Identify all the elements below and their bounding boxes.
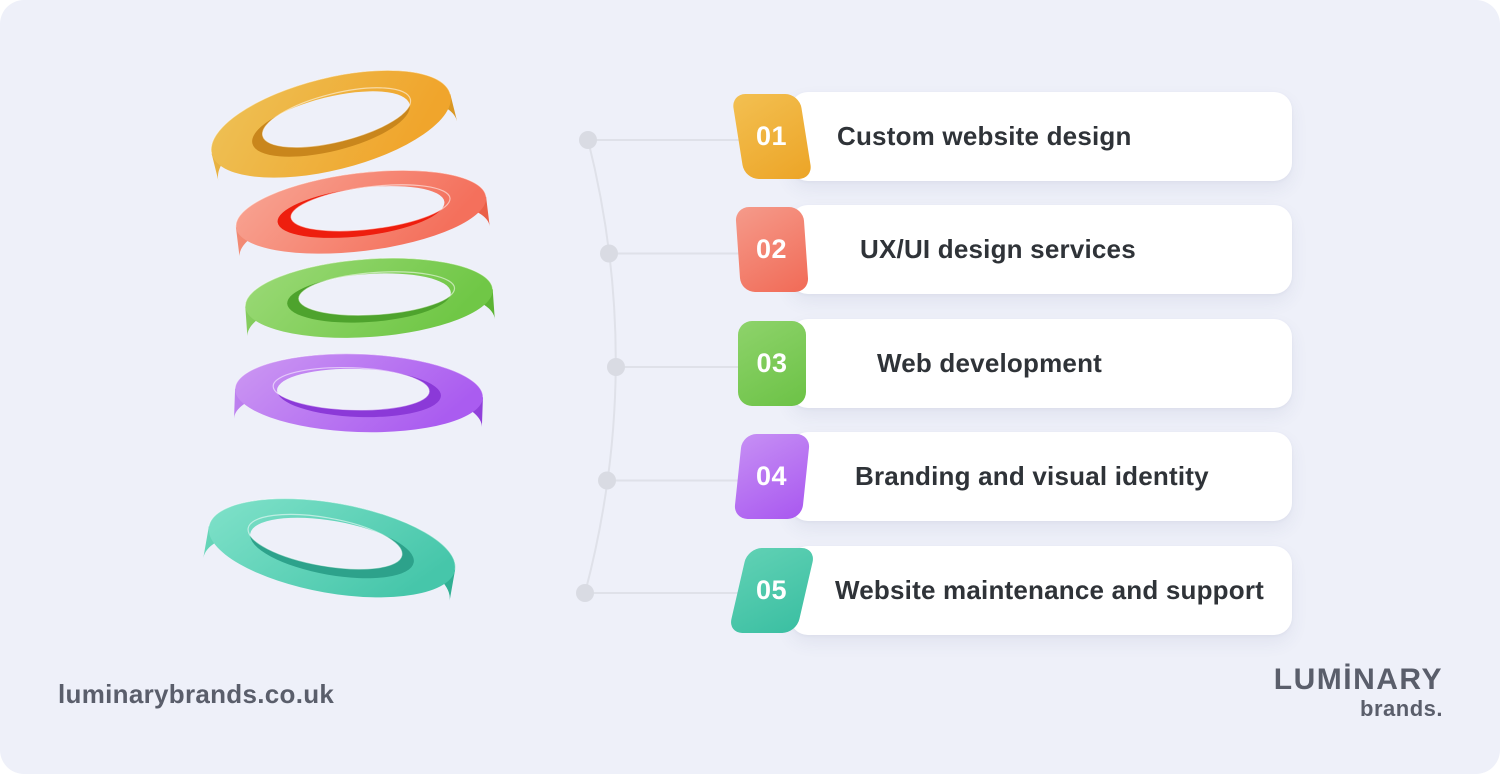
ring-coral-opening <box>291 184 451 231</box>
service-row-4: Branding and visual identity 04 <box>733 432 1292 521</box>
ring-purple-inner-highlight <box>272 366 430 411</box>
connector-dot-4 <box>598 471 616 490</box>
service-row-5: Website maintenance and support 05 <box>728 546 1292 635</box>
ring-yellow-face <box>211 70 451 178</box>
ring-yellow <box>210 69 458 181</box>
service-label: UX/UI design services <box>860 234 1136 264</box>
ring-green-face <box>245 258 493 338</box>
ring-purple-face <box>235 353 483 433</box>
service-number: 05 <box>756 575 788 605</box>
brand-wordmark: LUMİNARY <box>1273 663 1443 696</box>
service-number-tab-1: 01 <box>731 94 813 179</box>
connector-dot-3 <box>607 358 625 376</box>
service-card-3: Web development <box>790 319 1292 408</box>
service-label: Branding and visual identity <box>855 461 1209 491</box>
ring-yellow-inner-highlight <box>262 87 412 148</box>
ring-green-highlight <box>244 257 494 307</box>
service-card-5: Website maintenance and support <box>790 546 1292 635</box>
ring-purple-opening <box>273 367 430 410</box>
service-row-1: Custom website design 01 <box>731 92 1292 181</box>
service-number: 01 <box>756 121 788 151</box>
ring-purple-highlight <box>234 353 484 398</box>
service-number-tab-2: 02 <box>735 207 809 292</box>
ring-coral <box>235 169 490 258</box>
service-card-2: UX/UI design services <box>790 205 1292 294</box>
ring-coral-highlight <box>235 169 487 228</box>
service-label: Custom website design <box>837 121 1132 151</box>
ring-green <box>244 257 495 338</box>
connector-dot-2 <box>600 244 618 263</box>
service-number-tab-4: 04 <box>733 434 811 519</box>
ring-teal <box>203 498 456 602</box>
service-label: Website maintenance and support <box>835 575 1265 605</box>
ring-coral-face <box>235 170 487 254</box>
service-number-tab-3: 03 <box>738 321 806 406</box>
service-card-4: Branding and visual identity <box>790 432 1292 521</box>
ring-stack-illustration <box>203 69 495 602</box>
ring-green-inner-highlight <box>298 271 456 316</box>
service-label: Web development <box>877 348 1103 378</box>
ring-coral-inner-highlight <box>290 184 451 232</box>
service-row-2: UX/UI design services 02 <box>735 205 1292 294</box>
ring-green-opening <box>298 271 455 316</box>
ring-teal-inner-highlight <box>247 513 403 570</box>
ring-yellow-opening <box>262 87 411 148</box>
ring-teal-highlight <box>208 498 456 570</box>
footer-website-url: luminarybrands.co.uk <box>58 679 335 709</box>
brand-sub-wordmark: brands. <box>1360 695 1443 721</box>
ring-yellow-highlight <box>210 69 451 154</box>
service-row-3: Web development 03 <box>738 319 1292 408</box>
service-card-1: Custom website design <box>790 92 1292 181</box>
ring-purple <box>234 353 484 433</box>
ring-teal-face <box>208 498 456 598</box>
service-number: 03 <box>756 348 788 378</box>
ring-teal-opening <box>248 514 402 569</box>
service-number: 04 <box>756 461 788 491</box>
service-number: 02 <box>756 234 788 264</box>
brand-logo: LUMİNARY brands. <box>1274 664 1443 720</box>
